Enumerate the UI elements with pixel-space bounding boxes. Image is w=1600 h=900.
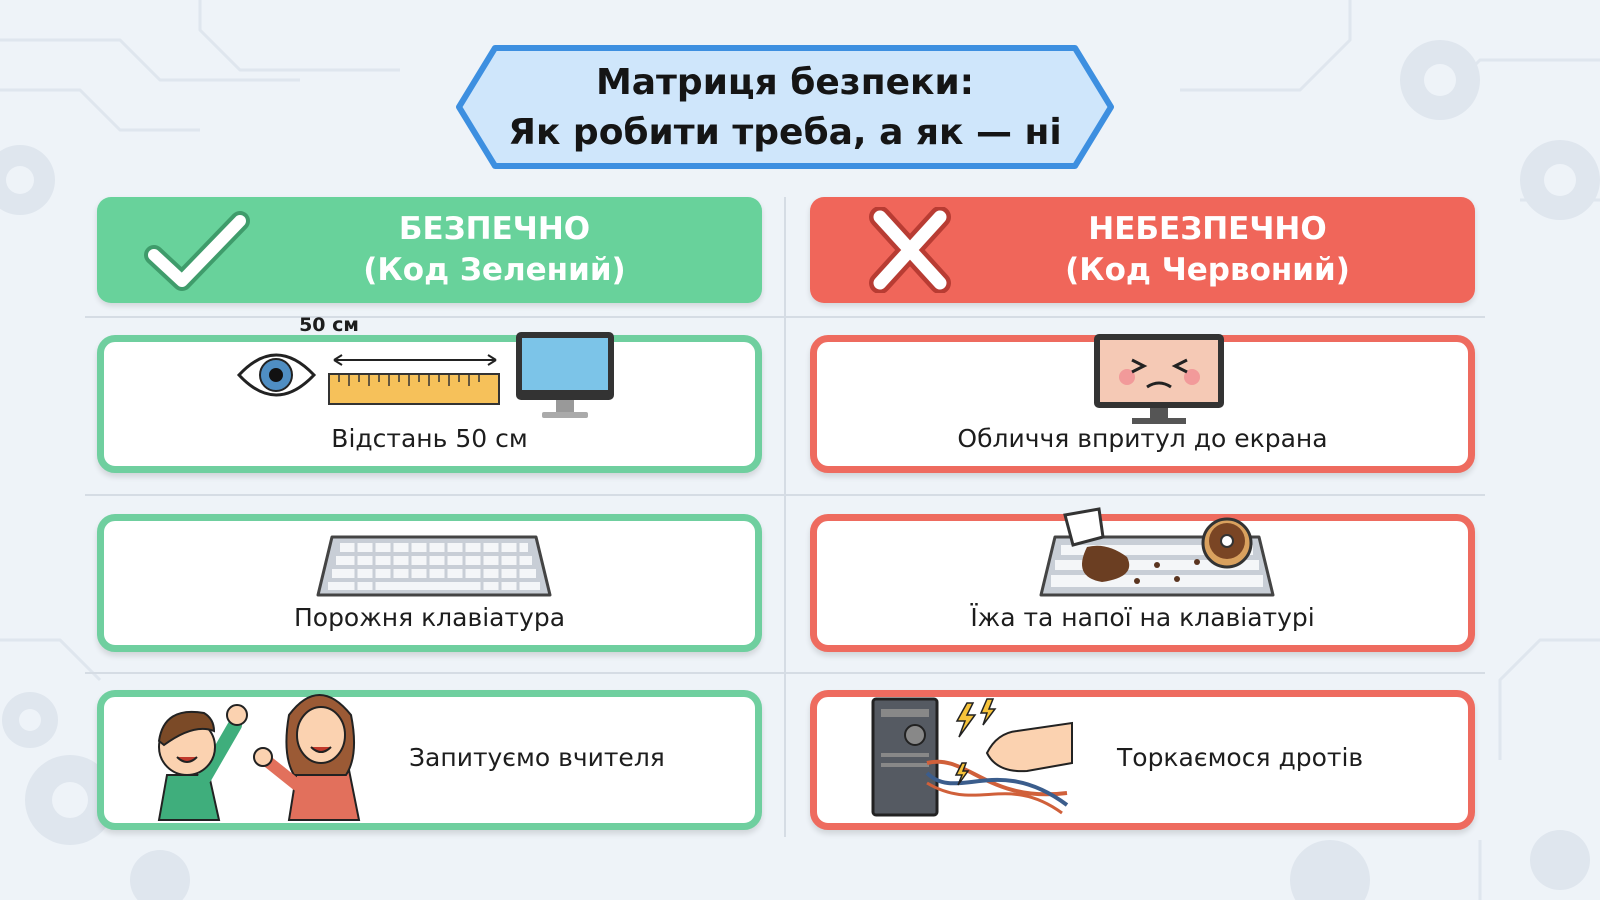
card-label: Їжа та напої на клавіатурі	[970, 603, 1315, 632]
card-label: Порожня клавіатура	[293, 603, 566, 632]
title-line-1: Матриця безпеки:	[595, 62, 975, 103]
safe-card-distance: 50 см Відстань 50 см	[97, 314, 762, 473]
unsafe-heading: НЕБЕЗПЕЧНО	[1088, 211, 1327, 247]
teacher-icon	[253, 694, 361, 821]
safe-heading: БЕЗПЕЧНО	[398, 211, 591, 247]
donut-icon	[1201, 517, 1253, 569]
safe-card-ask-teacher: Запитуємо вчителя	[97, 690, 762, 830]
child-and-teacher-illustration	[157, 694, 361, 821]
child-icon	[157, 704, 248, 821]
lightning-icon	[954, 698, 997, 786]
title-banner	[456, 45, 1114, 169]
card-label: Відстань 50 см	[331, 424, 528, 453]
title-line-2: Як робити треба, а як — ні	[508, 112, 1062, 153]
safe-subheading: (Код Зелений)	[363, 252, 626, 288]
keyboard-coffee-donut-illustration	[1039, 507, 1275, 597]
monitor-icon	[516, 332, 614, 418]
unsafe-card-face-close: Обличчя впритул до екрана	[810, 334, 1475, 473]
divider	[784, 197, 786, 837]
squinting-monitor-illustration	[1094, 334, 1224, 424]
hand-grabbing-wires-illustration	[871, 697, 1073, 817]
unsafe-column-header: НЕБЕЗПЕЧНО (Код Червоний)	[810, 197, 1475, 303]
safe-card-keyboard: Порожня клавіатура	[97, 514, 762, 652]
pc-tower-icon	[871, 697, 939, 817]
eye-ruler-monitor-illustration	[236, 332, 614, 418]
clean-keyboard-illustration	[316, 535, 552, 597]
cup-icon	[1063, 507, 1105, 547]
x-icon	[869, 207, 951, 293]
safe-column-header: БЕЗПЕЧНО (Код Зелений)	[97, 197, 762, 303]
eye-icon	[236, 353, 317, 397]
hand-icon	[985, 721, 1073, 773]
card-label: Обличчя впритул до екрана	[957, 424, 1328, 453]
ruler-label: 50 см	[299, 314, 359, 336]
page-title: Матриця безпеки: Як робити треба, а як —…	[455, 58, 1115, 158]
unsafe-subheading: (Код Червоний)	[1065, 252, 1350, 288]
card-label: Запитуємо вчителя	[409, 743, 665, 772]
card-label: Торкаємося дротів	[1117, 743, 1364, 772]
check-icon	[144, 211, 250, 291]
unsafe-card-food: Їжа та напої на клавіатурі	[810, 507, 1475, 652]
unsafe-card-wires: Торкаємося дротів	[810, 690, 1475, 830]
